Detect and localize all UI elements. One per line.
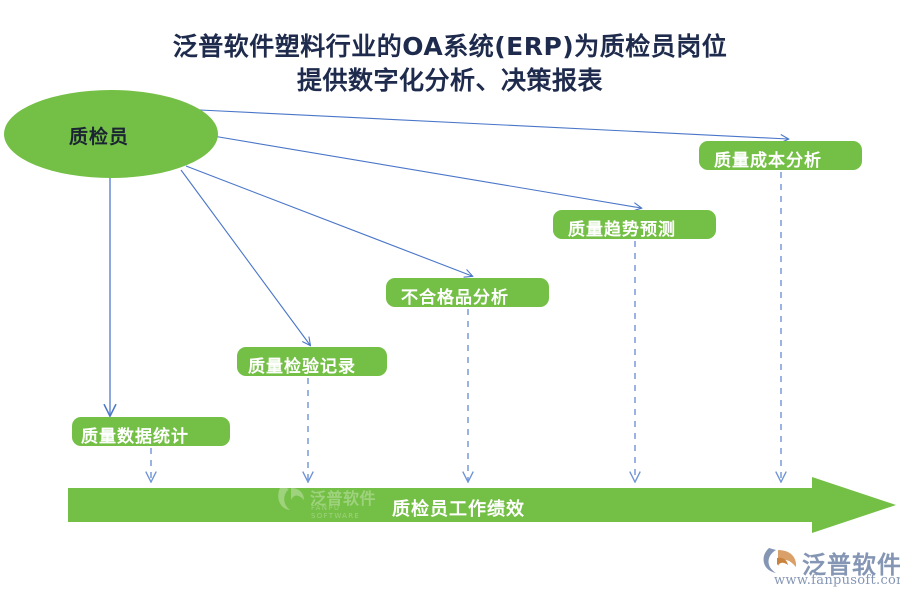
node-shape-inspect[interactable] [237, 347, 387, 376]
brand-logo-url: www.fanpusoft.com [774, 573, 900, 588]
title-line-2: 提供数字化分析、决策报表 [296, 66, 603, 95]
page-title: 泛普软件塑料行业的OA系统(ERP)为质检员岗位 提供数字化分析、决策报表 [110, 30, 790, 98]
performance-band-label: 质检员工作绩效 [392, 499, 525, 520]
node-shape-defect[interactable] [386, 278, 549, 307]
node-shape-stats[interactable] [72, 417, 230, 446]
connector-to-defect [185, 165, 472, 276]
dropline-group [151, 172, 781, 481]
title-line-1: 泛普软件塑料行业的OA系统(ERP)为质检员岗位 [172, 32, 728, 61]
brand-logo-cn: 泛普软件 [802, 551, 900, 579]
node-shape-cost[interactable] [699, 141, 862, 170]
brand-logo-icon [763, 548, 797, 573]
connector-to-inspect [180, 169, 310, 345]
connector-lines [110, 109, 788, 415]
connector-to-cost [199, 109, 788, 139]
performance-arrow-shape [68, 477, 896, 533]
connector-to-trend [212, 135, 641, 208]
root-node-ellipse[interactable] [4, 90, 218, 178]
brand-logo: 泛普软件 www.fanpusoft.com [758, 545, 900, 593]
root-node-label: 质检员 [69, 126, 130, 148]
node-shapes [72, 141, 862, 446]
node-shape-trend[interactable] [553, 210, 716, 239]
